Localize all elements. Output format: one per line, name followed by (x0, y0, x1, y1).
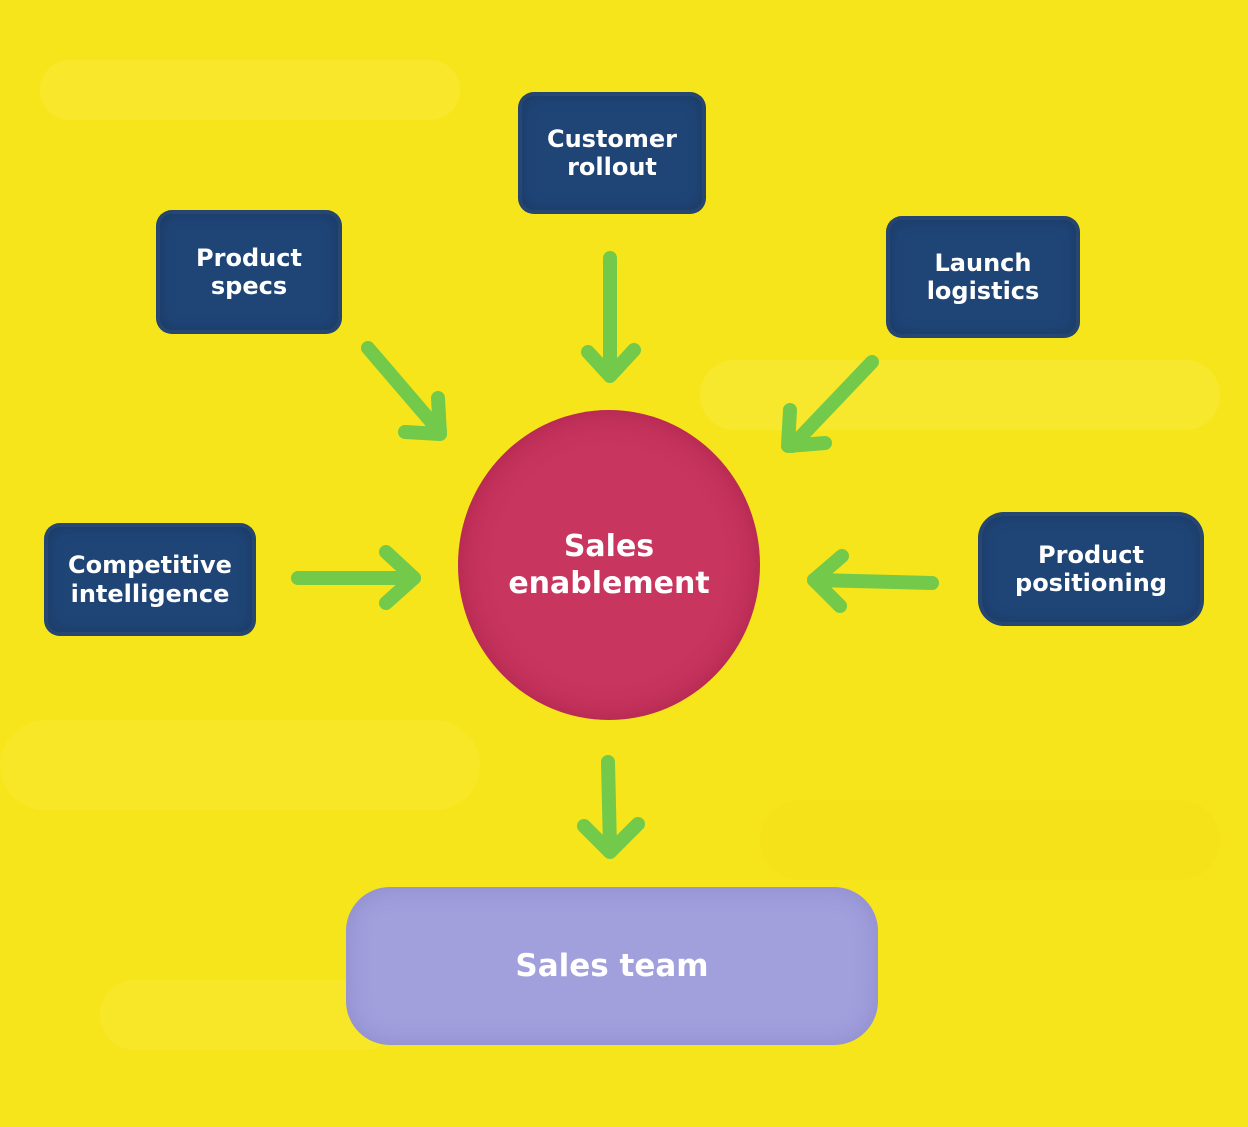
node-launch-logistics-line1: Launch (934, 248, 1032, 277)
arrow-hub-to-sales-team (577, 755, 645, 859)
node-product-specs-line1: Product (196, 243, 302, 272)
node-product-specs: Product specs (156, 210, 342, 334)
node-customer-rollout-line2: rollout (567, 153, 657, 181)
arrow-product-positioning-to-hub (807, 549, 939, 613)
hub-line1: Sales (563, 528, 655, 564)
node-competitive-intelligence: Competitive intelligence (44, 523, 256, 636)
node-customer-rollout: Customer rollout (518, 92, 706, 214)
node-sales-team: Sales team (346, 887, 878, 1045)
node-sales-enablement: Sales enablement (458, 410, 760, 720)
output-label: Sales team (515, 948, 709, 984)
node-launch-logistics-line2: logistics (926, 277, 1040, 305)
arrow-launch-logistics-to-hub (781, 355, 879, 453)
node-product-positioning-line1: Product (1038, 540, 1144, 569)
node-product-positioning-line2: positioning (1015, 569, 1167, 597)
node-customer-rollout-line1: Customer (546, 124, 678, 153)
node-competitive-intelligence-line2: intelligence (70, 579, 230, 608)
node-competitive-intelligence-line1: Competitive (68, 551, 232, 580)
arrow-product-specs-to-hub (361, 341, 447, 441)
node-product-positioning: Product positioning (978, 512, 1204, 626)
arrow-customer-rollout-to-hub (581, 251, 641, 383)
arrow-competitive-intelligence-to-hub (291, 545, 421, 610)
hub-line2: enablement (508, 566, 710, 601)
node-launch-logistics: Launch logistics (886, 216, 1080, 338)
node-product-specs-line2: specs (210, 272, 288, 300)
